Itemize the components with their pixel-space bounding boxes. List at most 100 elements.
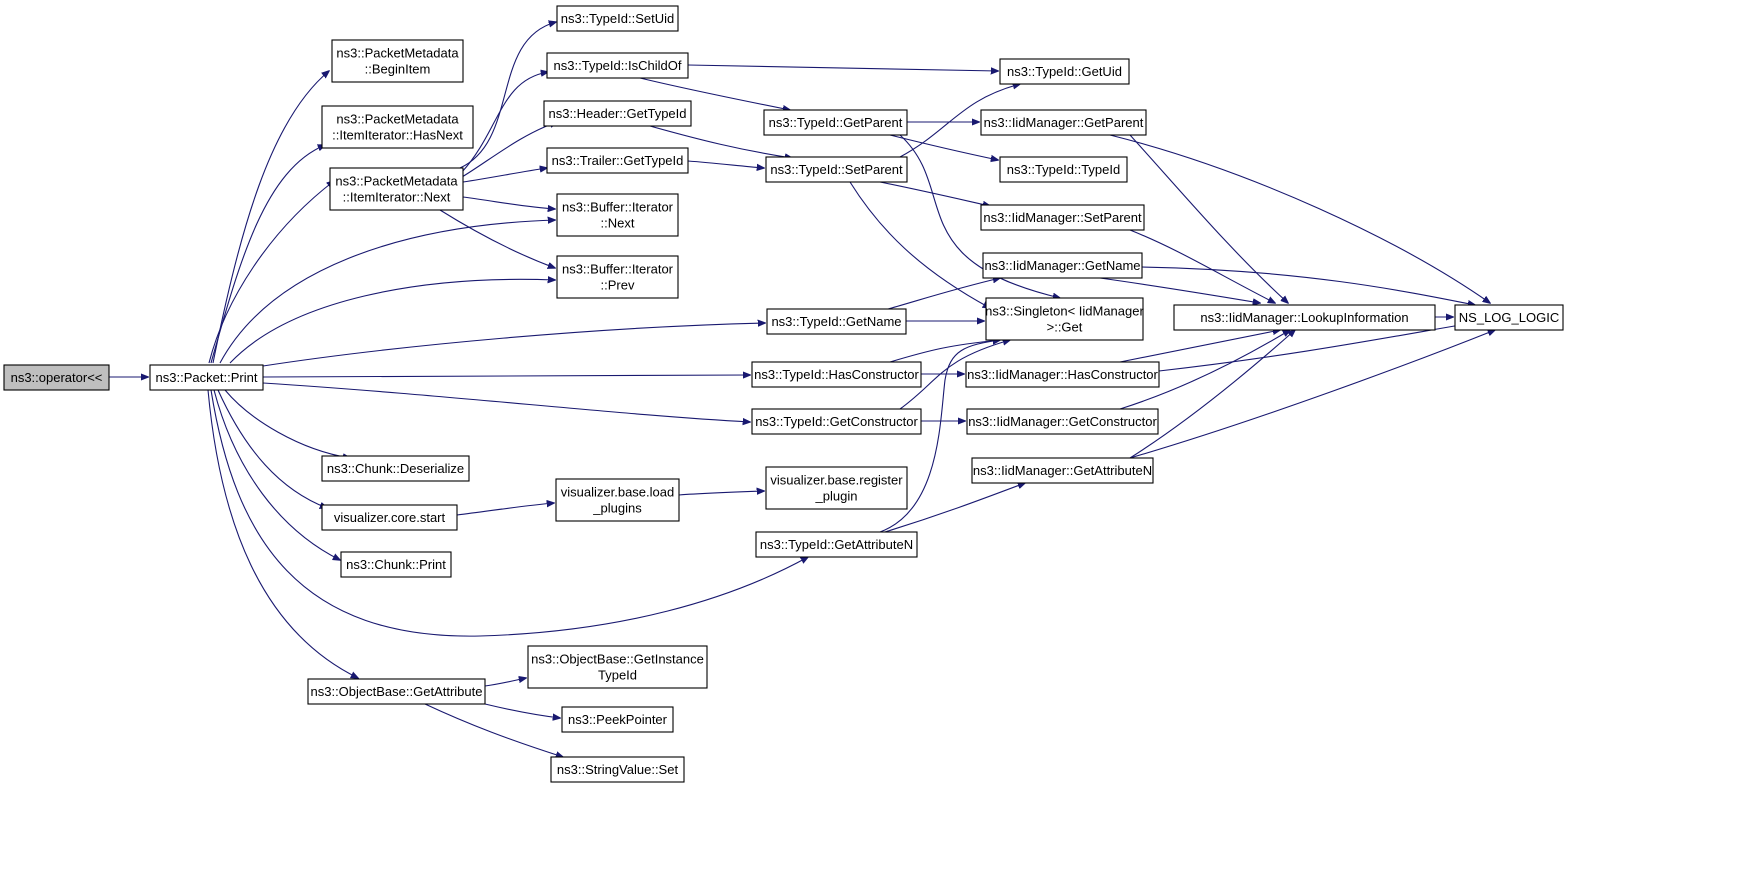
edge-packet_print-to-typeid_getattributen — [210, 389, 808, 637]
edge-packet_print-to-objbase_getattr — [207, 389, 358, 678]
node-vis-register-plugin[interactable]: visualizer.base.register_plugin — [765, 466, 908, 510]
node-pm-itemiter-next[interactable]: ns3::PacketMetadata::ItemIterator::Next — [329, 167, 464, 211]
edge-packet_print-to-pm_begin_item — [212, 71, 329, 364]
edge-iid_setparent-to-iid_lookupinfo — [1129, 229, 1275, 303]
edge-objbase_getattr-to-objbase_getinstancetypeid — [484, 678, 526, 687]
edge-iid_getparent-to-iid_lookupinfo — [1129, 134, 1288, 303]
edge-pm_itemiter_next-to-typeid_setuid — [459, 22, 556, 169]
node-box — [751, 361, 922, 388]
node-box — [763, 109, 908, 136]
node-typeid-getparent[interactable]: ns3::TypeId::GetParent — [763, 109, 908, 136]
node-label: ns3::Buffer::Iterator — [562, 200, 674, 215]
node-typeid-getattributen[interactable]: ns3::TypeId::GetAttributeN — [755, 531, 918, 558]
edge-typeid_setparent-to-typeid_getuid — [899, 84, 1020, 158]
node-label: ns3::Singleton< IidManager — [985, 304, 1144, 319]
node-stringvalue-set[interactable]: ns3::StringValue::Set — [550, 756, 685, 783]
node-iid-getattributen[interactable]: ns3::IidManager::GetAttributeN — [971, 457, 1154, 484]
node-box — [751, 408, 922, 435]
edge-packet_print-to-bufiter_next — [219, 220, 555, 364]
node-box — [766, 308, 907, 335]
node-typeid-getconstructor[interactable]: ns3::TypeId::GetConstructor — [751, 408, 922, 435]
node-label: ns3::TypeId::SetParent — [770, 162, 903, 177]
node-box — [999, 156, 1128, 183]
node-typeid-ischildof[interactable]: ns3::TypeId::IsChildOf — [546, 52, 689, 79]
node-operator-lshift[interactable]: ns3::operator<< — [3, 364, 110, 391]
node-box — [3, 364, 110, 391]
node-label: ns3::Trailer::GetTypeId — [552, 153, 684, 168]
node-box — [755, 531, 918, 558]
node-vis-core-start[interactable]: visualizer.core.start — [321, 504, 458, 531]
node-objbase-getattr[interactable]: ns3::ObjectBase::GetAttribute — [307, 678, 486, 705]
node-typeid-typeid[interactable]: ns3::TypeId::TypeId — [999, 156, 1128, 183]
node-label: ns3::IidManager::SetParent — [983, 210, 1142, 225]
node-peekpointer[interactable]: ns3::PeekPointer — [561, 706, 674, 733]
node-label: ns3::PeekPointer — [568, 712, 668, 727]
node-box — [321, 455, 470, 482]
node-box — [527, 645, 708, 689]
edge-packet_print-to-chunk_print — [213, 389, 340, 560]
node-label: ::ItemIterator::Next — [343, 190, 451, 205]
node-box — [999, 58, 1130, 85]
node-typeid-getuid[interactable]: ns3::TypeId::GetUid — [999, 58, 1130, 85]
edge-pm_itemiter_next-to-trailer_gettypeid — [462, 168, 547, 183]
node-box — [985, 297, 1144, 341]
node-pm-itemiter-hasnext[interactable]: ns3::PacketMetadata::ItemIterator::HasNe… — [321, 105, 474, 149]
node-label: _plugin — [815, 489, 858, 504]
node-iid-getconstructor[interactable]: ns3::IidManager::GetConstructor — [966, 408, 1159, 435]
edge-typeid_hasconstructor-to-singleton_get — [889, 340, 1000, 363]
node-singleton-get[interactable]: ns3::Singleton< IidManager >::Get — [985, 297, 1144, 341]
node-bufiter-prev[interactable]: ns3::Buffer::Iterator::Prev — [556, 255, 679, 299]
node-box — [982, 252, 1143, 279]
node-label: ns3::IidManager::GetConstructor — [968, 414, 1157, 429]
node-header-gettypeid[interactable]: ns3::Header::GetTypeId — [543, 100, 692, 127]
node-box — [340, 551, 452, 578]
node-label: ns3::TypeId::GetName — [771, 314, 901, 329]
node-chunk-deserialize[interactable]: ns3::Chunk::Deserialize — [321, 455, 470, 482]
node-box — [1454, 304, 1564, 331]
node-bufiter-next[interactable]: ns3::Buffer::Iterator::Next — [556, 193, 679, 237]
node-typeid-setuid[interactable]: ns3::TypeId::SetUid — [556, 5, 679, 32]
node-iid-getparent[interactable]: ns3::IidManager::GetParent — [980, 109, 1147, 136]
node-label: ns3::IidManager::LookupInformation — [1200, 310, 1408, 325]
node-label: ns3::Chunk::Deserialize — [327, 461, 464, 476]
node-label: visualizer.base.load — [561, 485, 674, 500]
edge-iid_getname-to-ns_log_logic — [1141, 266, 1475, 305]
node-box — [765, 156, 908, 183]
node-box — [321, 504, 458, 531]
node-iid-lookupinfo[interactable]: ns3::IidManager::LookupInformation — [1173, 304, 1436, 331]
node-label: ns3::TypeId::HasConstructor — [754, 367, 919, 382]
node-label: NS_LOG_LOGIC — [1459, 310, 1559, 325]
node-iid-getname[interactable]: ns3::IidManager::GetName — [982, 252, 1143, 279]
edge-iid_getattributen-to-iid_lookupinfo — [1129, 330, 1295, 459]
node-box — [556, 255, 679, 299]
node-box — [550, 756, 685, 783]
node-label: ns3::TypeId::GetConstructor — [755, 414, 918, 429]
edge-typeid_setparent-to-iid_setparent — [879, 181, 990, 206]
edge-typeid_getparent-to-typeid_typeid — [889, 134, 998, 160]
node-typeid-hasconstructor[interactable]: ns3::TypeId::HasConstructor — [751, 361, 922, 388]
node-box — [321, 105, 474, 149]
node-ns-log-logic[interactable]: NS_LOG_LOGIC — [1454, 304, 1564, 331]
node-iid-setparent[interactable]: ns3::IidManager::SetParent — [980, 204, 1145, 231]
node-pm-begin-item[interactable]: ns3::PacketMetadata::BeginItem — [331, 39, 464, 83]
edge-pm_itemiter_next-to-bufiter_next — [462, 196, 555, 209]
edge-objbase_getattr-to-stringvalue_set — [424, 703, 563, 757]
node-chunk-print[interactable]: ns3::Chunk::Print — [340, 551, 452, 578]
node-trailer-gettypeid[interactable]: ns3::Trailer::GetTypeId — [546, 147, 689, 174]
node-iid-hasconstructor[interactable]: ns3::IidManager::HasConstructor — [965, 361, 1160, 388]
edge-pm_itemiter_next-to-bufiter_prev — [439, 209, 555, 268]
node-typeid-setparent[interactable]: ns3::TypeId::SetParent — [765, 156, 908, 183]
node-packet-print[interactable]: ns3::Packet::Print — [149, 364, 264, 391]
node-box — [966, 408, 1159, 435]
node-label: ns3::TypeId::GetParent — [769, 115, 903, 130]
node-label: ns3::Buffer::Iterator — [562, 262, 674, 277]
nodes: ns3::operator<< ns3::Packet::Print ns3::Pa… — [3, 5, 1564, 783]
node-label: ::BeginItem — [365, 62, 431, 77]
node-box — [971, 457, 1154, 484]
node-label: ns3::StringValue::Set — [557, 762, 679, 777]
node-vis-load-plugins[interactable]: visualizer.base.load_plugins — [555, 478, 680, 522]
node-label: ns3::Header::GetTypeId — [548, 106, 686, 121]
node-typeid-getname[interactable]: ns3::TypeId::GetName — [766, 308, 907, 335]
